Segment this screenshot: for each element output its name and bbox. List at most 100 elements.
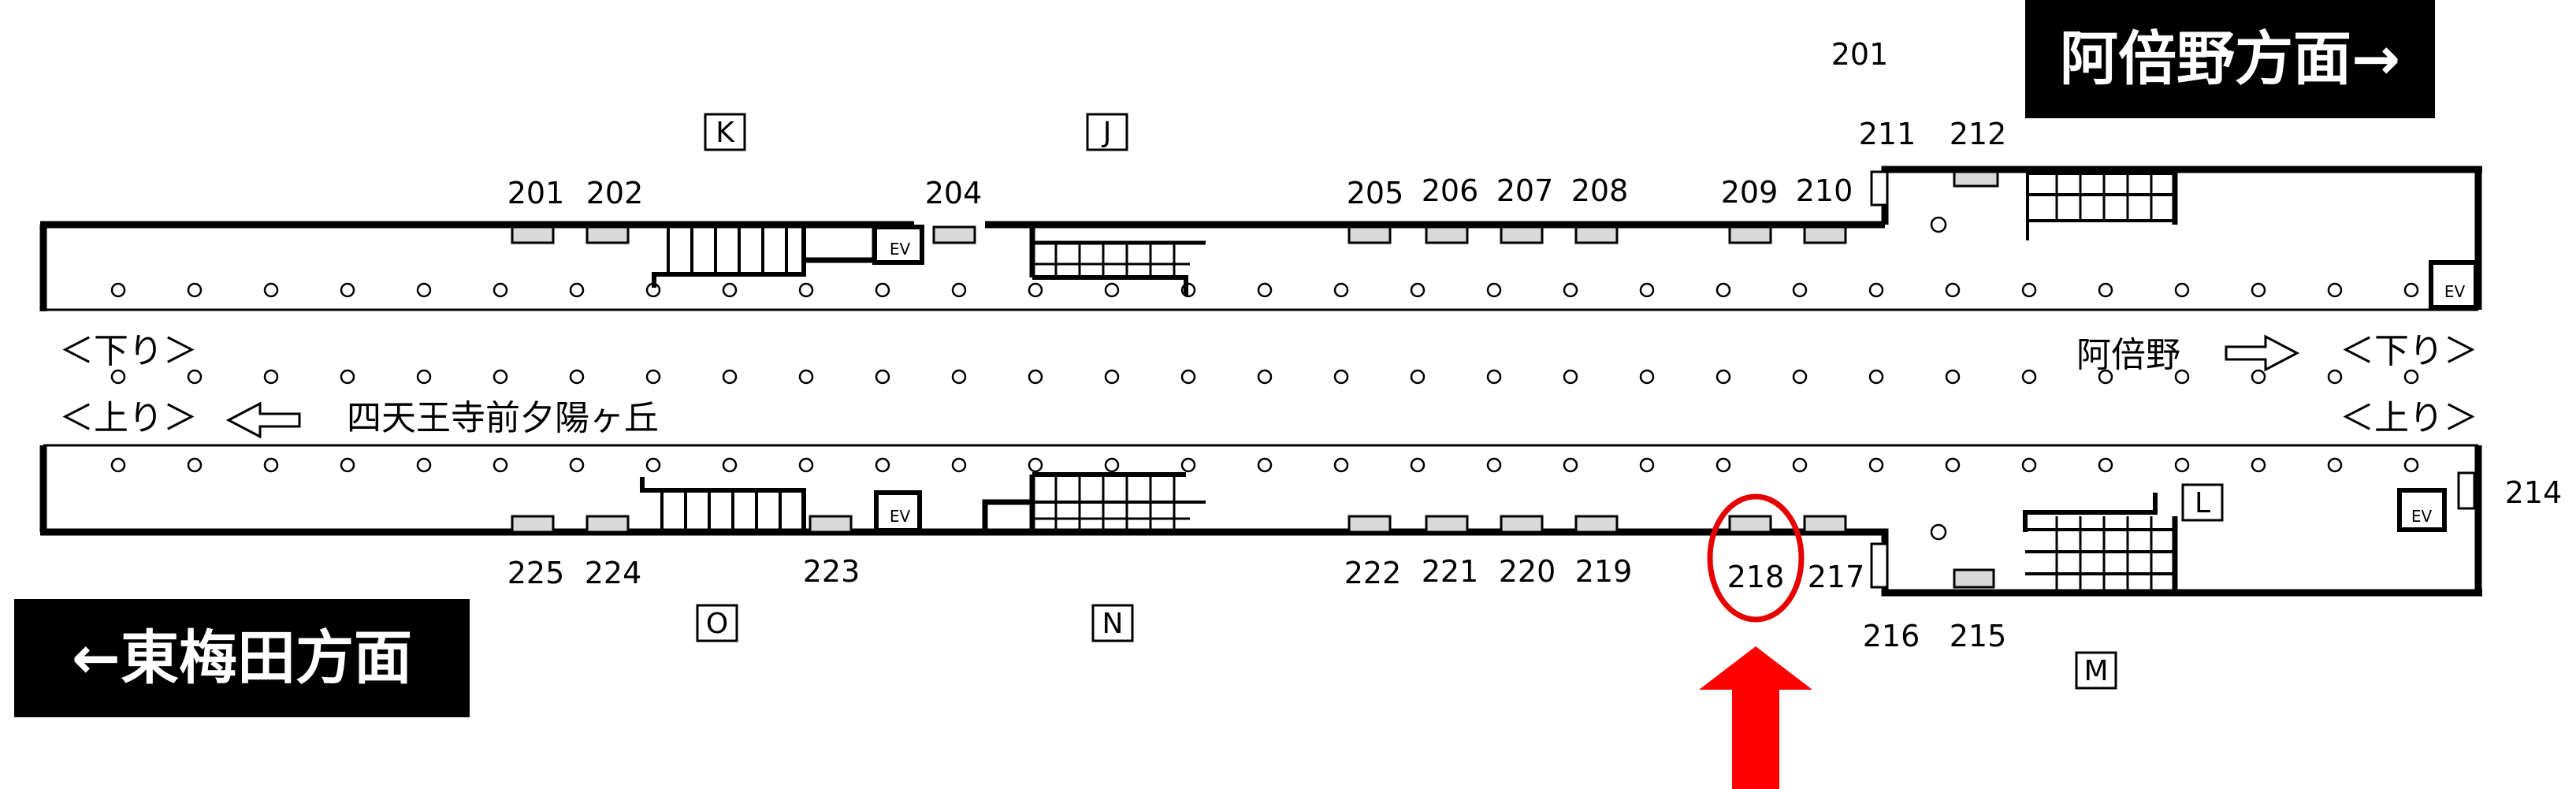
column-box (808, 515, 853, 534)
pillar-dot (951, 457, 967, 473)
column-label-207: 207 (1496, 173, 1554, 208)
pillar-dot (2327, 282, 2343, 298)
pillar-dot (2174, 369, 2190, 385)
pillar-dot (263, 457, 279, 473)
highlight-ring (1707, 493, 1805, 623)
right-up-label: ＜上り＞ (2340, 398, 2478, 438)
pillar-dot (569, 457, 585, 473)
pillar-dot (493, 457, 508, 473)
column-label-222: 222 (1344, 556, 1402, 590)
exit-box-m: M (2075, 651, 2117, 690)
column-box (1500, 515, 1544, 534)
pillar-dot (340, 282, 355, 298)
top-platform-walls (39, 166, 2482, 311)
column-label-221: 221 (1422, 554, 1479, 589)
exit-box-o: O (696, 604, 738, 642)
exit-box-j: J (1086, 113, 1128, 151)
pillar-dot (798, 369, 814, 385)
column-box (1803, 515, 1847, 534)
column-box (1347, 515, 1392, 534)
pillar-dot (722, 457, 738, 473)
column-label-218: 218 (1727, 560, 1785, 594)
right-arrow-icon (2225, 334, 2300, 372)
stairs-j (1029, 225, 1206, 296)
umeda-direction-banner: ←東梅田方面 (14, 599, 470, 717)
exit-letter-boxes: K J L O N M (696, 113, 2224, 690)
right-down-label: ＜下り＞ (2340, 331, 2478, 371)
column-label-208: 208 (1571, 173, 1629, 208)
pillar-dot (2021, 369, 2037, 385)
column-label-212: 212 (1950, 117, 2007, 151)
dot-grid (110, 282, 2419, 473)
pillar-dot (2098, 369, 2113, 385)
stairs-k (652, 225, 878, 288)
pillar-dot (2251, 457, 2266, 473)
pillar-dot (110, 282, 126, 298)
column-label-224: 224 (585, 556, 642, 590)
stairs-m (2023, 493, 2178, 593)
pillar-dot (1333, 369, 1349, 385)
pillar-dot (493, 369, 508, 385)
elevator-label: EV (2444, 282, 2466, 301)
pillar-dot (1945, 457, 1961, 473)
pillar-dot (1715, 369, 1731, 385)
column-label-215: 215 (1950, 619, 2007, 653)
pillar-dot (875, 282, 890, 298)
stairs-n (982, 472, 1206, 532)
exit-box-l: L (2181, 483, 2224, 522)
pillar-dot (187, 282, 203, 298)
top-column-labels: 201 202 204 205 206 207 208 209 210 211 … (507, 37, 2007, 210)
pillar-dot (416, 457, 432, 473)
westbound-stations-label: 四天王寺前夕陽ヶ丘 (347, 398, 659, 438)
pillar-dot (187, 369, 203, 385)
pillar-dot (1486, 457, 1502, 473)
column-box (511, 225, 555, 244)
column-box (1728, 225, 1772, 244)
column-boxes (511, 225, 1847, 534)
column-label-205: 205 (1347, 176, 1404, 210)
pillar-dot (1563, 282, 1578, 298)
column-label-202: 202 (586, 176, 644, 210)
pillar-dot (951, 369, 967, 385)
pillar-dot (1486, 282, 1502, 298)
pillar-dot (2251, 369, 2266, 385)
pillar-dot (1563, 457, 1578, 473)
pillar-dot (2403, 282, 2419, 298)
column-label-210: 210 (1796, 173, 1853, 208)
pillar-dot (2403, 457, 2419, 473)
pillar-dot (875, 457, 890, 473)
pillar-dot (1410, 369, 1426, 385)
elevator-bottom-right: EV (2397, 488, 2447, 532)
pillar-dot (1028, 369, 1043, 385)
column-box (1425, 515, 1469, 534)
pillar-dot (1410, 457, 1426, 473)
exit-box-k: K (704, 113, 746, 151)
left-arrow-icon (225, 401, 301, 439)
direction-labels: ＜下り＞ ＜上り＞ ＜下り＞ ＜上り＞ 阿倍野 四天王寺前夕陽ヶ丘 (59, 331, 2478, 438)
pillar-dot (1028, 282, 1043, 298)
column-label-201: 201 (507, 176, 565, 210)
pillar-dot (2098, 457, 2113, 473)
pillar-dot (1715, 457, 1731, 473)
pillar-dot (1792, 369, 1808, 385)
column-label-204: 204 (925, 176, 983, 210)
column-label-211: 211 (1859, 117, 1916, 151)
direction-arrows (225, 334, 2300, 439)
pillar-dot (1563, 369, 1578, 385)
pillar-dot (2174, 457, 2190, 473)
exit-box-n: N (1091, 604, 1134, 642)
pillar-dot (645, 282, 661, 298)
column-label-209: 209 (1721, 175, 1779, 210)
pillar-dot (1257, 282, 1273, 298)
svg-text:O: O (706, 608, 728, 640)
column-box (1574, 515, 1619, 534)
pillar-dot (1028, 457, 1043, 473)
column-label-201-upper: 201 (1831, 37, 1889, 72)
pillar-dot (1868, 282, 1884, 298)
pillar-dot (2251, 282, 2266, 298)
abeno-label: 阿倍野 (2076, 335, 2180, 375)
pillar-dot (110, 369, 126, 385)
pillar-dot (1180, 369, 1196, 385)
column-label-225: 225 (507, 556, 565, 590)
